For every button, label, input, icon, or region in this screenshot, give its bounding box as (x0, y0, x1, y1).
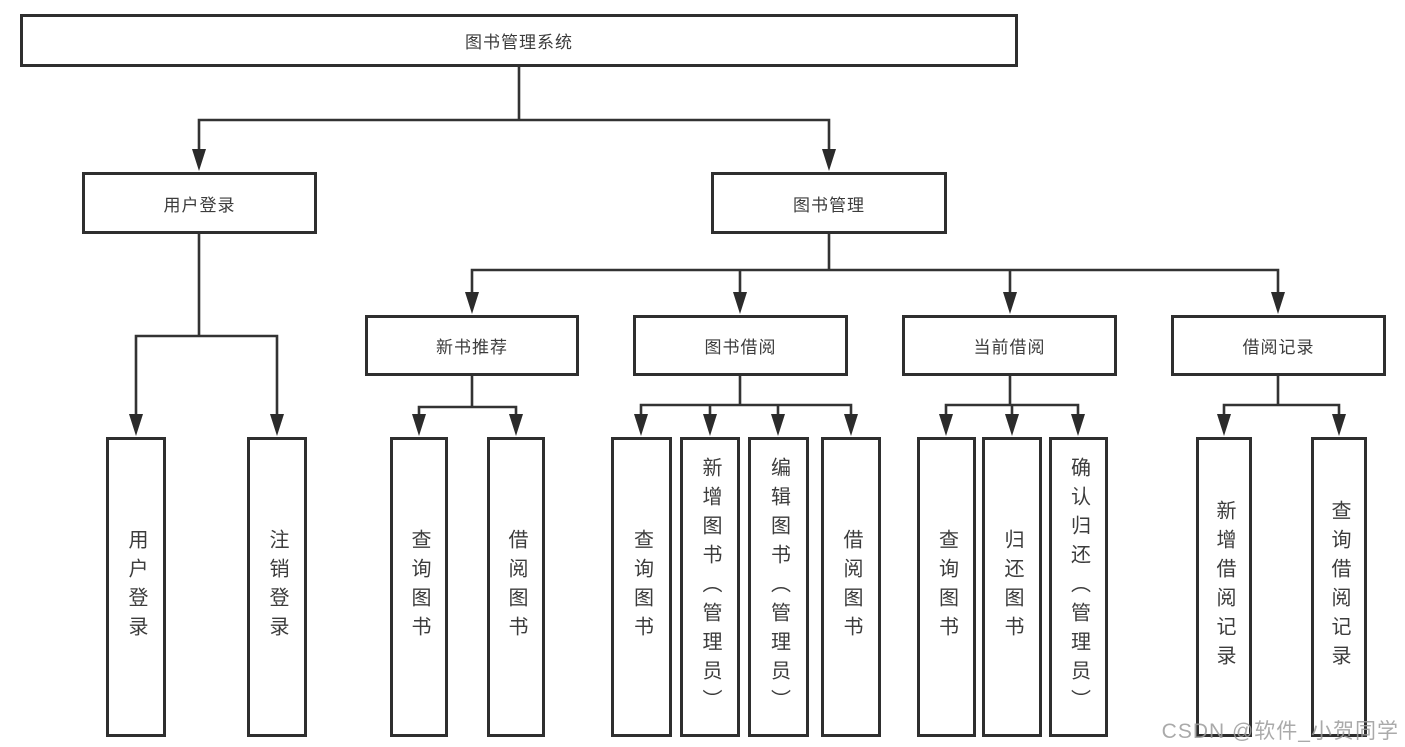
leaf-add-borrow-record: 新增借阅记录 (1196, 437, 1252, 737)
node-label: 注销登录 (266, 529, 288, 645)
leaf-query-books-borrowing: 查询图书 (611, 437, 672, 737)
node-book-management: 图书管理 (711, 172, 947, 234)
node-label: 新增图书（管理员） (699, 456, 721, 718)
connector-current-to-leaves (944, 373, 1080, 420)
node-book-borrowing: 图书借阅 (633, 315, 848, 376)
leaf-return-books: 归还图书 (982, 437, 1042, 737)
node-new-book-recommend: 新书推荐 (365, 315, 579, 376)
leaf-query-books-current: 查询图书 (917, 437, 976, 737)
node-user-login: 用户登录 (82, 172, 317, 234)
node-label: 编辑图书（管理员） (767, 456, 790, 718)
node-label: 确认归还（管理员） (1067, 456, 1090, 718)
leaf-user-login: 用户登录 (106, 437, 166, 737)
leaf-query-borrow-record: 查询借阅记录 (1311, 437, 1367, 737)
node-label: 查询图书 (408, 529, 430, 645)
node-label: 当前借阅 (973, 338, 1046, 357)
connector-records-to-leaves (1222, 373, 1341, 420)
node-label: 用户登录 (125, 529, 147, 645)
node-root-library-system: 图书管理系统 (20, 14, 1018, 67)
connector-bookmgmt-to-level3 (470, 232, 1280, 298)
node-label: 查询借阅记录 (1328, 500, 1350, 674)
node-label: 图书管理 (793, 195, 865, 215)
node-label: 归还图书 (1001, 529, 1023, 645)
connector-root-to-level2 (197, 64, 831, 154)
leaf-borrow-books-borrowing: 借阅图书 (821, 437, 881, 737)
leaf-borrow-books-recommend: 借阅图书 (487, 437, 545, 737)
node-borrowing-records: 借阅记录 (1171, 315, 1386, 376)
leaf-add-books-admin: 新增图书（管理员） (680, 437, 740, 737)
connector-userlogin-to-leaves (134, 232, 279, 420)
leaf-confirm-return-admin: 确认归还（管理员） (1049, 437, 1108, 737)
csdn-watermark: CSDN @软件_小贺同学 (1161, 720, 1399, 743)
connector-borrowing-to-leaves (639, 373, 853, 420)
node-label: 借阅图书 (840, 529, 862, 645)
node-label: 图书管理系统 (465, 33, 573, 52)
node-label: 借阅记录 (1242, 338, 1315, 357)
leaf-query-books-recommend: 查询图书 (390, 437, 448, 737)
node-label: 新书推荐 (436, 338, 508, 357)
leaf-logout: 注销登录 (247, 437, 307, 737)
node-label: 查询图书 (935, 529, 958, 645)
node-current-borrowing: 当前借阅 (902, 315, 1117, 376)
leaf-edit-books-admin: 编辑图书（管理员） (748, 437, 809, 737)
node-label: 图书借阅 (704, 338, 777, 357)
connector-recommend-to-leaves (417, 373, 518, 420)
node-label: 用户登录 (163, 195, 236, 215)
node-label: 新增借阅记录 (1213, 500, 1235, 674)
node-label: 查询图书 (630, 529, 653, 645)
node-label: 借阅图书 (505, 529, 527, 645)
